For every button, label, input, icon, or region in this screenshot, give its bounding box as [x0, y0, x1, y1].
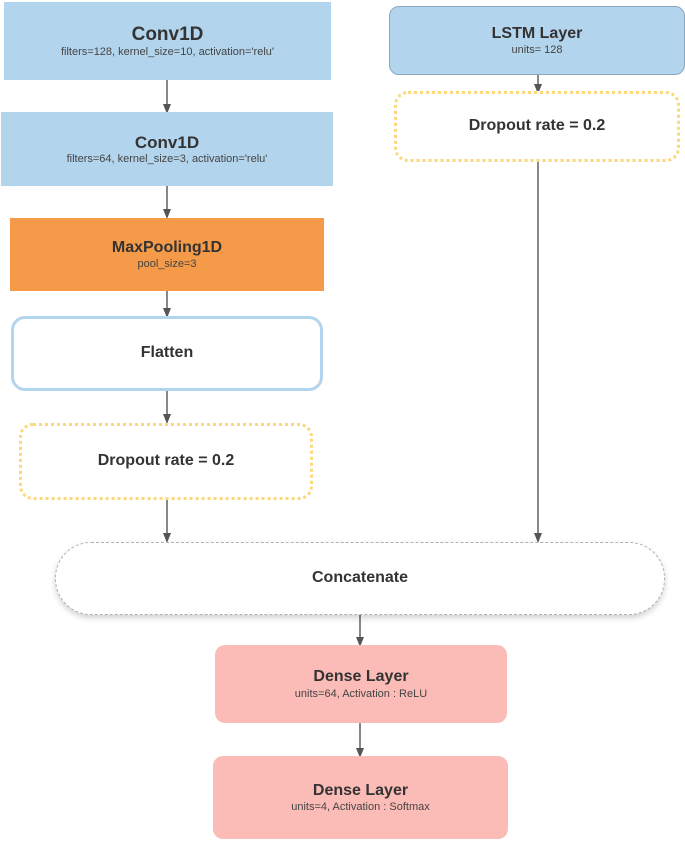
dropout-right-title: Dropout rate = 0.2 [468, 117, 606, 135]
dense-block-2: Dense Layer units=4, Activation : Softma… [213, 756, 508, 839]
concatenate-block: Concatenate [55, 542, 665, 615]
lstm-block: LSTM Layer units= 128 [389, 6, 685, 75]
conv1d-2-params: filters=64, kernel_size=3, activation='r… [66, 153, 268, 166]
lstm-params: units= 128 [511, 44, 563, 57]
dense-1-title: Dense Layer [313, 668, 409, 686]
maxpooling-title: MaxPooling1D [111, 238, 223, 256]
dropout-block-left: Dropout rate = 0.2 [19, 423, 313, 500]
conv1d-2-title: Conv1D [134, 132, 200, 152]
dense-block-1: Dense Layer units=64, Activation : ReLU [215, 645, 507, 723]
conv1d-block-1: Conv1D filters=128, kernel_size=10, acti… [4, 2, 331, 80]
conv1d-1-title: Conv1D [131, 23, 204, 45]
conv1d-1-params: filters=128, kernel_size=10, activation=… [60, 46, 275, 59]
concatenate-title: Concatenate [311, 569, 409, 587]
maxpooling1d-block: MaxPooling1D pool_size=3 [10, 218, 324, 291]
flatten-block: Flatten [11, 316, 323, 391]
lstm-title: LSTM Layer [491, 24, 583, 42]
dropout-left-title: Dropout rate = 0.2 [97, 452, 235, 470]
maxpooling-params: pool_size=3 [137, 258, 197, 271]
dense-2-params: units=4, Activation : Softmax [291, 801, 430, 814]
dropout-block-right: Dropout rate = 0.2 [394, 91, 680, 162]
dense-1-params: units=64, Activation : ReLU [294, 687, 428, 700]
dense-2-title: Dense Layer [312, 781, 409, 799]
conv1d-block-2: Conv1D filters=64, kernel_size=3, activa… [1, 112, 333, 186]
flatten-title: Flatten [140, 344, 194, 362]
